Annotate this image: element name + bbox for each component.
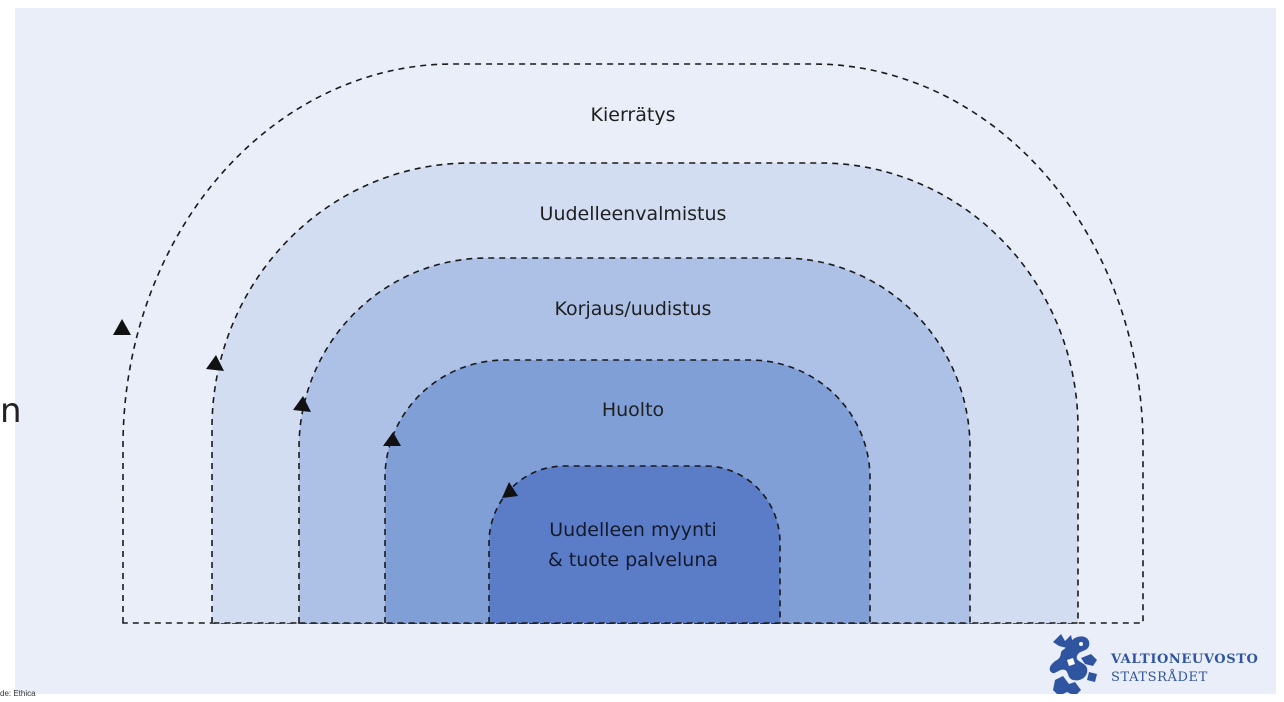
logo-text-line2: STATSRÅDET: [1111, 670, 1208, 685]
label-kierratys: Kierrätys: [591, 104, 676, 126]
label-huolto: Huolto: [602, 399, 664, 421]
label-uudelleen-myynti-line1: Uudelleen myynti: [549, 519, 716, 541]
arrow-up-icon: [502, 482, 518, 498]
label-uudelleen-myynti-line2: & tuote palveluna: [548, 549, 718, 571]
label-uudelleenvalmistus: Uudelleenvalmistus: [540, 203, 727, 225]
arrow-up-icon: [293, 396, 311, 412]
logo-text-line1: VALTIONEUVOSTO: [1111, 652, 1259, 667]
circular-economy-loops-diagram: Kierrätys Uudelleenvalmistus Korjaus/uud…: [113, 63, 1144, 624]
source-note: de: Ethica: [0, 689, 36, 698]
arrow-up-icon: [206, 355, 224, 371]
arrow-up-icon: [383, 432, 401, 446]
arrow-up-icon: [113, 319, 131, 335]
slide: Kierrätys Uudelleenvalmistus Korjaus/uud…: [15, 8, 1276, 694]
lion-crest-icon: [1049, 634, 1097, 694]
cropped-text: n: [0, 391, 22, 431]
label-korjaus-uudistus: Korjaus/uudistus: [555, 298, 712, 320]
valtioneuvosto-logo: VALTIONEUVOSTO STATSRÅDET: [1045, 632, 1258, 694]
loop-uudelleen-myynti: [488, 465, 781, 624]
